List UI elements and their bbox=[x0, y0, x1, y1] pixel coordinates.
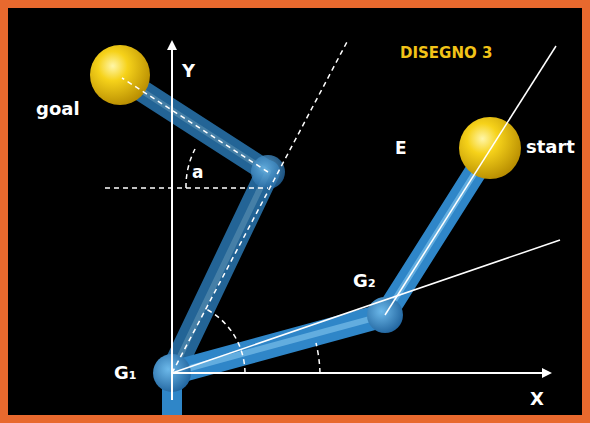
axis-label: X bbox=[530, 390, 544, 408]
figure-heading: DISEGNO 3 bbox=[400, 46, 492, 61]
angle-label: a bbox=[192, 164, 203, 181]
axis-label: Y bbox=[182, 62, 195, 80]
end-effector-label: E bbox=[395, 140, 407, 157]
robot-arm-illustration bbox=[8, 8, 582, 415]
start-label: start bbox=[526, 138, 575, 156]
joint-label: G₂ bbox=[353, 272, 376, 290]
target-label: goal bbox=[36, 100, 80, 118]
diagram-stage: DISEGNO 3 Ygoal a EstartG₂ G₁ X bbox=[8, 8, 582, 415]
joint-label: G₁ bbox=[114, 364, 137, 382]
